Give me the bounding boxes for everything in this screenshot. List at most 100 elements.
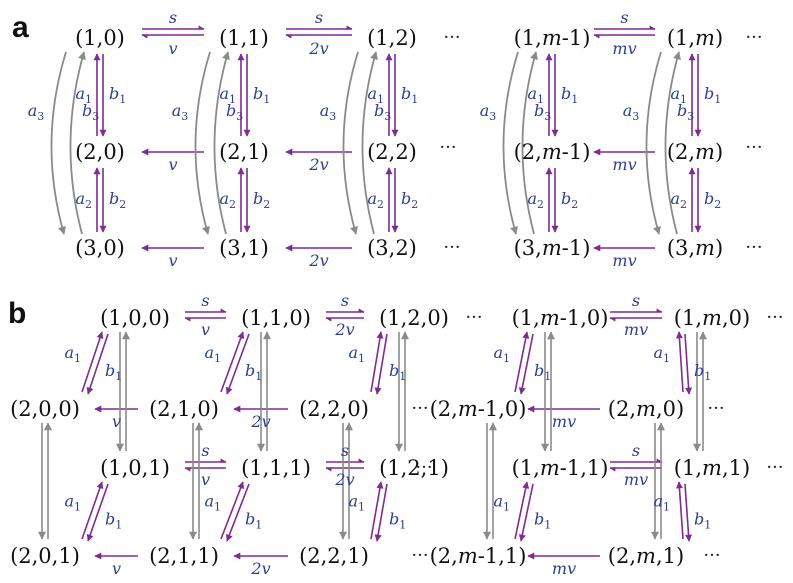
state-b-1-0: (1,0,0) <box>100 306 170 330</box>
state-b-4-2: (2,2,1) <box>299 544 369 568</box>
rate-b1-b-0-2: b1 <box>389 361 406 383</box>
rate-b1-b-0-0: b1 <box>105 361 122 383</box>
backward-rate-b-r0-1: 2v <box>334 320 354 339</box>
diag-up-b-0-0 <box>81 331 104 393</box>
backward-rate-b-r0-2: mv <box>624 320 648 339</box>
diag-up-b-1-1 <box>220 481 244 540</box>
forward-rate-b-r0-1: s <box>341 291 349 310</box>
rate-a1-b-0-4: a1 <box>653 343 670 365</box>
state-a-3-1: (3,1) <box>219 236 269 260</box>
rate-b1-b-1-1: b1 <box>245 510 262 532</box>
rate-a3-col-3: a3 <box>480 101 497 123</box>
decay-rate-b-r1-2: mv <box>552 559 576 578</box>
rate-a1-col-4: a1 <box>670 84 687 106</box>
backward-rate-b-r0-0: v <box>201 320 210 339</box>
ellipsis-b-1: ··· <box>766 307 783 328</box>
state-b-1-2: (1,2,0) <box>379 306 449 330</box>
state-b-2-0: (2,0,0) <box>10 397 80 421</box>
state-b-3-3: (1,m-1,1) <box>512 456 609 480</box>
state-a-2-4: (2,m) <box>667 140 723 164</box>
decay-rate-b-r0-0: v <box>112 412 121 431</box>
diag-up-b-1-3 <box>514 481 530 540</box>
arc-up-a-3 <box>521 51 538 235</box>
ellipsis-b-2: ··· <box>411 398 428 419</box>
ellipsis-a-5: ··· <box>745 237 762 258</box>
forward-rate-b-r0-2: s <box>632 291 640 310</box>
state-a-2-3: (2,m-1) <box>514 140 591 164</box>
ellipsis-a-4: ··· <box>443 237 460 258</box>
rate-a1-col-1: a1 <box>219 84 236 106</box>
decay-rate-b-r1-0: v <box>112 559 121 578</box>
rate-a1-b-1-4: a1 <box>653 492 670 514</box>
rate-b2-col-1: b2 <box>253 189 270 211</box>
state-a-1-4: (1,m) <box>667 26 723 50</box>
arc-up-a-4 <box>664 51 681 235</box>
rate-b3-col-2: b3 <box>374 101 391 123</box>
rate-a1-col-2: a1 <box>367 84 384 106</box>
state-b-4-3: (2,m-1,1) <box>430 544 527 568</box>
rate-a1-b-1-0: a1 <box>64 492 81 514</box>
arc-down-a-0 <box>50 51 67 235</box>
diag-down-b-0-2 <box>374 333 388 395</box>
rate-b1-b-1-3: b1 <box>534 510 551 532</box>
rate-b1-col-4: b1 <box>704 84 721 106</box>
decay-rate-a-r3-0: v <box>168 251 177 270</box>
diag-up-b-0-2 <box>370 331 384 393</box>
ellipsis-a-2: ··· <box>439 137 456 158</box>
rate-a1-b-0-1: a1 <box>204 343 221 365</box>
arc-down-a-1 <box>194 51 211 235</box>
state-b-1-4: (1,m,0) <box>674 306 750 330</box>
state-b-3-0: (1,0,1) <box>100 456 170 480</box>
ellipsis-a-0: ··· <box>443 27 460 48</box>
rate-a3-col-2: a3 <box>320 101 337 123</box>
arc-down-a-2 <box>342 51 359 235</box>
rate-b1-col-3: b1 <box>561 84 578 106</box>
arrows-layer <box>38 25 707 560</box>
ellipsis-b-6: ··· <box>411 545 428 566</box>
state-b-4-1: (2,1,1) <box>149 544 219 568</box>
decay-rate-a-r3-2: mv <box>612 251 636 270</box>
state-a-2-2: (2,2) <box>367 140 417 164</box>
rate-a3-col-1: a3 <box>172 101 189 123</box>
rate-b1-b-0-4: b1 <box>694 361 711 383</box>
rate-b2-col-3: b2 <box>561 189 578 211</box>
rate-b1-b-1-4: b1 <box>694 510 711 532</box>
diag-up-b-0-3 <box>514 331 530 393</box>
forward-rate-b-r1-0: s <box>201 441 209 460</box>
state-a-3-2: (3,2) <box>367 236 417 260</box>
backward-rate-a-1: 2v <box>308 39 328 58</box>
state-a-1-1: (1,1) <box>219 26 269 50</box>
diag-down-b-0-0 <box>86 333 109 395</box>
backward-rate-b-r1-2: mv <box>624 470 648 489</box>
decay-rate-a-r2-0: v <box>168 155 177 174</box>
rate-b2-col-4: b2 <box>704 189 721 211</box>
rate-a2-col-0: a2 <box>75 189 92 211</box>
rate-a1-b-0-2: a1 <box>348 343 365 365</box>
diag-down-b-1-4 <box>684 483 693 542</box>
rate-a2-col-4: a2 <box>670 189 687 211</box>
backward-rate-a-2: mv <box>612 39 636 58</box>
state-b-3-4: (1,m,1) <box>674 456 750 480</box>
diag-up-b-1-4 <box>675 481 684 540</box>
decay-rate-b-r0-1: 2v <box>250 412 270 431</box>
backward-rate-b-r1-1: 2v <box>334 470 354 489</box>
state-b-2-4: (2,m,0) <box>608 397 684 421</box>
ellipsis-a-3: ··· <box>745 137 762 158</box>
rate-b1-b-0-1: b1 <box>245 361 262 383</box>
ellipsis-b-0: ··· <box>465 307 482 328</box>
state-b-2-3: (2,m-1,0) <box>430 397 527 421</box>
arc-up-a-1 <box>213 51 230 235</box>
ellipsis-a-1: ··· <box>745 27 762 48</box>
rate-a2-col-3: a2 <box>527 189 544 211</box>
forward-rate-a-1: s <box>315 8 323 27</box>
ellipsis-b-5: ··· <box>766 457 783 478</box>
rate-a1-b-1-1: a1 <box>204 492 221 514</box>
ellipsis-b-3: ··· <box>707 398 724 419</box>
diag-up-b-1-2 <box>370 481 384 540</box>
diag-up-b-0-4 <box>675 331 684 393</box>
labels-layer: a(1,0)(1,1)(1,2)(1,m-1)(1,m)(2,0)(2,1)(2… <box>8 8 784 578</box>
state-a-1-0: (1,0) <box>75 26 125 50</box>
state-b-2-2: (2,2,0) <box>299 397 369 421</box>
rate-a2-col-2: a2 <box>367 189 384 211</box>
rate-b3-col-4: b3 <box>677 101 694 123</box>
